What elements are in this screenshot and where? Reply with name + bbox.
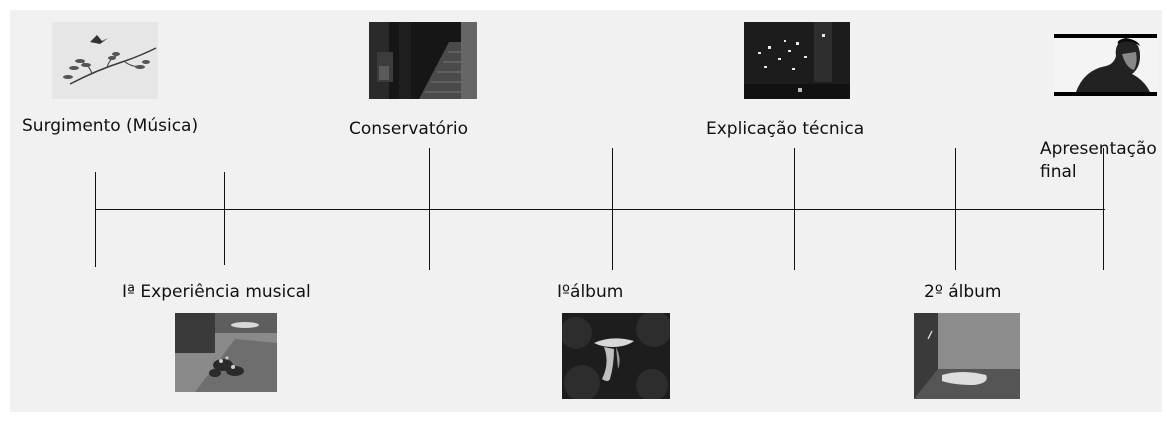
tick-conservatorio [429,148,431,270]
dark-stairway-photo [369,22,477,99]
tick-apresentacao-final [1103,148,1105,270]
event-label-apresentacao-final: Apresentação final [1040,139,1157,182]
event-label-primeiro-album: Iºálbum [557,282,624,302]
event-label-conservatorio: Conservatório [349,119,469,139]
event-label-segundo-album: 2º álbum [924,282,1002,302]
timeline-axis [95,209,1105,211]
event-label-explicacao-tecnica: Explicação técnica [706,119,865,139]
tick-explicacao-tecnica [794,148,796,270]
branch-with-bird-photo [52,22,158,99]
man-portrait-photo [1054,34,1157,96]
roadside-objects-photo [175,313,277,392]
tick-surgimento [95,172,97,267]
event-label-surgimento: Surgimento (Música) [22,116,199,136]
event-label-primeira-experiencia: Iª Experiência musical [122,282,311,302]
draped-figure-forest-photo [562,313,670,399]
tick-primeiro-album [612,148,614,270]
tick-segundo-album [955,148,957,270]
tick-primeira-experiencia [224,172,226,265]
dark-room-lights-photo [744,22,850,99]
cloth-on-floor-photo [914,313,1020,399]
